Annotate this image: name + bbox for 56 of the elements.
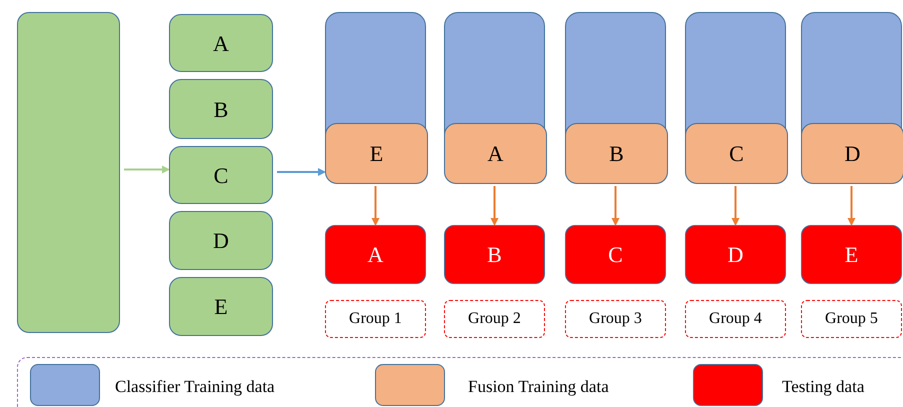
block-label: B xyxy=(487,241,502,269)
block-label: A xyxy=(488,140,504,168)
block-label: Group 1 xyxy=(349,309,402,329)
testing-block xyxy=(325,225,426,284)
fusion-training-block xyxy=(325,123,428,184)
testing-block xyxy=(801,225,902,284)
group-label-box xyxy=(801,300,902,338)
group-label-box xyxy=(325,300,426,338)
block-label: D xyxy=(213,227,229,255)
block-label: B xyxy=(609,140,624,168)
block-label: B xyxy=(214,96,228,124)
fusion-training-block xyxy=(801,123,903,184)
arrow xyxy=(372,186,380,226)
testing-block xyxy=(444,225,545,284)
classifier-training-block xyxy=(565,12,666,183)
arrow xyxy=(612,186,620,226)
block-label: A xyxy=(368,241,384,269)
group-label-box xyxy=(444,300,545,338)
block-label: A xyxy=(213,30,229,58)
testing-block xyxy=(685,225,786,284)
fusion-training-block xyxy=(685,123,788,184)
block-label: C xyxy=(729,140,744,168)
fusion-training-block xyxy=(444,123,547,184)
block-label: E xyxy=(844,241,858,269)
block-label: E xyxy=(370,140,384,168)
group-label-box xyxy=(565,300,666,338)
arrow xyxy=(490,186,498,226)
block-label: E xyxy=(214,293,228,321)
data-block xyxy=(169,79,273,139)
block-label: D xyxy=(844,140,860,168)
group-label-box xyxy=(685,300,786,338)
data-block xyxy=(169,211,273,270)
block-label: C xyxy=(608,241,623,269)
fusion-training-block xyxy=(565,123,668,184)
classifier-training-block xyxy=(325,12,426,183)
classifier-training-block xyxy=(801,12,902,183)
legend-label: Testing data xyxy=(782,376,864,398)
testing-block xyxy=(565,225,666,284)
legend-label: Fusion Training data xyxy=(468,376,609,398)
data-block xyxy=(169,14,273,72)
arrow xyxy=(277,168,326,176)
classifier-training-block xyxy=(444,12,545,183)
classifier-training-block xyxy=(685,12,786,183)
block-label: D xyxy=(728,241,744,269)
arrow xyxy=(848,186,856,226)
data-block xyxy=(169,277,273,336)
block-label: C xyxy=(214,162,228,190)
block-label: Group 2 xyxy=(468,309,521,329)
data-block xyxy=(17,12,120,333)
arrow xyxy=(124,166,170,174)
block-label: Group 4 xyxy=(709,309,762,329)
arrow xyxy=(732,186,740,226)
block-label: Group 3 xyxy=(589,309,642,329)
data-block xyxy=(169,146,273,204)
block-label: Group 5 xyxy=(825,309,878,329)
legend-label: Classifier Training data xyxy=(115,376,275,398)
